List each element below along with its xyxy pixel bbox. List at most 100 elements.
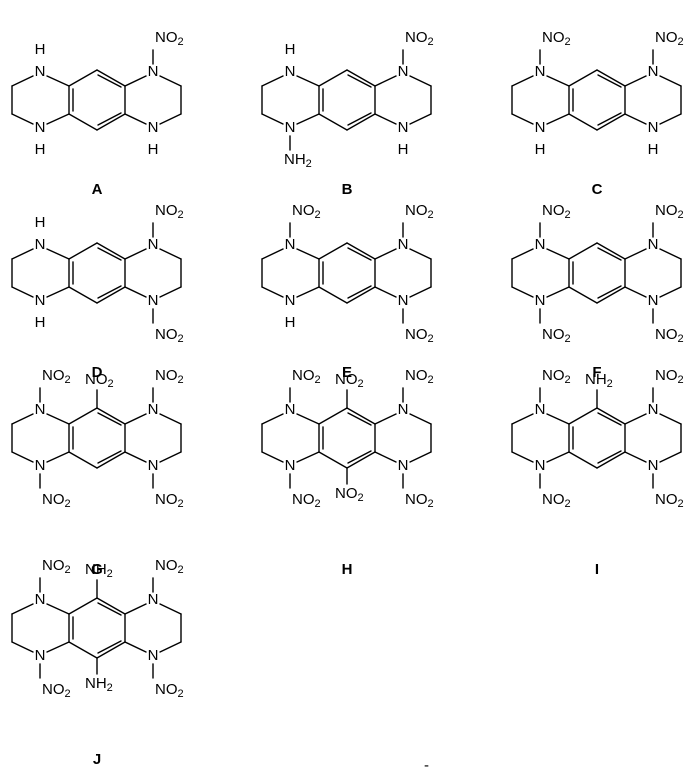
nitro-group: NO2: [405, 367, 434, 386]
compound-label: G: [91, 561, 103, 578]
hydrogen-atom: H: [35, 141, 46, 158]
nitrogen-atom: N: [535, 401, 546, 418]
nitrogen-atom: N: [648, 457, 659, 474]
nitrogen-atom: N: [35, 119, 46, 136]
nitrogen-atom: N: [285, 63, 296, 80]
hydrogen-atom: H: [398, 141, 409, 158]
nitro-group: NO2: [155, 557, 184, 576]
amino-group: NH2: [585, 371, 613, 390]
nitrogen-atom: N: [148, 457, 159, 474]
nitrogen-atom: N: [398, 63, 409, 80]
nitro-group: NO2: [155, 367, 184, 386]
compound-label: J: [93, 751, 101, 768]
nitro-group: NO2: [42, 681, 71, 700]
nitrogen-atom: N: [148, 119, 159, 136]
nitrogen-atom: N: [398, 292, 409, 309]
nitro-group: NO2: [655, 202, 684, 221]
amino-group: NH2: [85, 675, 113, 694]
hydrogen-atom: H: [148, 141, 159, 158]
nitrogen-atom: N: [285, 236, 296, 253]
hydrogen-atom: H: [535, 141, 546, 158]
nitro-group: NO2: [655, 326, 684, 345]
nitro-group: NO2: [335, 485, 364, 504]
nitrogen-atom: N: [648, 401, 659, 418]
compound-label: C: [592, 181, 603, 198]
nitro-group: NO2: [542, 326, 571, 345]
nitrogen-atom: N: [648, 63, 659, 80]
nitro-group: NO2: [405, 326, 434, 345]
nitrogen-atom: N: [35, 63, 46, 80]
nitrogen-atom: N: [535, 119, 546, 136]
nitrogen-atom: N: [535, 63, 546, 80]
nitrogen-atom: N: [285, 457, 296, 474]
nitro-group: NO2: [405, 491, 434, 510]
nitrogen-atom: N: [35, 236, 46, 253]
nitro-group: NO2: [335, 371, 364, 390]
nitro-group: NO2: [155, 491, 184, 510]
nitro-group: NO2: [405, 202, 434, 221]
hydrogen-atom: H: [35, 214, 46, 231]
nitrogen-atom: N: [148, 591, 159, 608]
nitro-group: NO2: [85, 371, 114, 390]
nitro-group: NO2: [292, 491, 321, 510]
amino-group: NH2: [284, 151, 312, 170]
nitro-group: NO2: [655, 29, 684, 48]
hydrogen-atom: H: [35, 314, 46, 331]
nitro-group: NO2: [542, 29, 571, 48]
compound-label: D: [92, 364, 103, 381]
compound-label: F: [592, 364, 601, 381]
hydrogen-atom: H: [648, 141, 659, 158]
footer-mark: -: [424, 757, 429, 772]
nitrogen-atom: N: [648, 292, 659, 309]
compound-label: H: [342, 561, 353, 578]
nitrogen-atom: N: [398, 401, 409, 418]
nitrogen-atom: N: [35, 591, 46, 608]
nitro-group: NO2: [42, 367, 71, 386]
nitrogen-atom: N: [285, 401, 296, 418]
nitrogen-atom: N: [648, 119, 659, 136]
nitro-group: NO2: [292, 367, 321, 386]
nitrogen-atom: N: [398, 236, 409, 253]
nitro-group: NO2: [655, 367, 684, 386]
nitro-group: NO2: [155, 202, 184, 221]
nitrogen-atom: N: [535, 236, 546, 253]
nitrogen-atom: N: [148, 647, 159, 664]
nitro-group: NO2: [42, 491, 71, 510]
nitro-group: NO2: [155, 681, 184, 700]
nitrogen-atom: N: [148, 401, 159, 418]
hydrogen-atom: H: [285, 314, 296, 331]
nitrogen-atom: N: [148, 236, 159, 253]
nitro-group: NO2: [405, 29, 434, 48]
hydrogen-atom: H: [35, 41, 46, 58]
nitrogen-atom: N: [398, 119, 409, 136]
nitrogen-atom: N: [535, 457, 546, 474]
hydrogen-atom: H: [285, 41, 296, 58]
nitro-group: NO2: [155, 326, 184, 345]
nitro-group: NO2: [542, 367, 571, 386]
nitro-group: NO2: [542, 491, 571, 510]
compound-label: I: [595, 561, 599, 578]
nitrogen-atom: N: [35, 457, 46, 474]
nitrogen-atom: N: [535, 292, 546, 309]
nitrogen-atom: N: [648, 236, 659, 253]
nitrogen-atom: N: [35, 292, 46, 309]
nitrogen-atom: N: [285, 292, 296, 309]
nitrogen-atom: N: [148, 63, 159, 80]
nitrogen-atom: N: [35, 401, 46, 418]
nitro-group: NO2: [155, 29, 184, 48]
compound-label: A: [92, 181, 103, 198]
nitro-group: NO2: [542, 202, 571, 221]
amino-group: NH2: [85, 561, 113, 580]
nitrogen-atom: N: [148, 292, 159, 309]
